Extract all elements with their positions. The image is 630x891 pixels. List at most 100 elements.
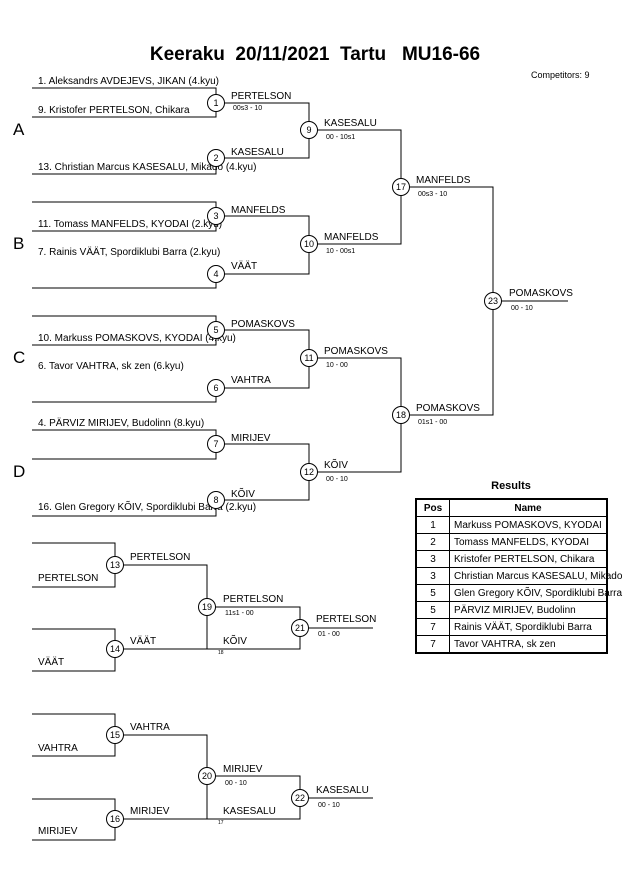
result-pos: 1 xyxy=(415,516,450,534)
rep-15-bottom: VAHTRA xyxy=(38,743,78,754)
match-19-winner: PERTELSON xyxy=(223,594,284,605)
entry-5: 7. Rainis VÄÄT, Spordiklubi Barra (2.kyu… xyxy=(38,247,221,258)
entry-9: 16. Glen Gregory KÕIV, Spordiklubi Barra… xyxy=(38,502,257,513)
group-label-b: B xyxy=(13,234,25,253)
rep-19-ref: 18 xyxy=(218,650,224,656)
rep-20-ref: 17 xyxy=(218,820,224,826)
match-22-winner: KASESALU xyxy=(316,785,369,796)
table-row: 7 Tavor VAHTRA, sk zen xyxy=(415,635,608,654)
match-circle-15: 15 xyxy=(106,726,124,744)
match-circle-17: 17 xyxy=(392,178,410,196)
result-name: Rainis VÄÄT, Spordiklubi Barra xyxy=(449,618,608,636)
match-circle-4: 4 xyxy=(207,265,225,283)
match-11-winner: POMASKOVS xyxy=(324,346,388,357)
entry-3: 13. Christian Marcus KASESALU, Mikado (4… xyxy=(38,162,257,173)
match-21-score: 01 - 00 xyxy=(318,631,340,638)
match-22-score: 00 - 10 xyxy=(318,802,340,809)
match-21-winner: PERTELSON xyxy=(316,614,377,625)
results-title: Results xyxy=(491,480,531,492)
result-pos: 3 xyxy=(415,567,450,585)
group-label-c: C xyxy=(13,348,26,367)
result-pos: 7 xyxy=(415,618,450,636)
match-16-winner: MIRIJEV xyxy=(130,806,170,817)
match-circle-13: 13 xyxy=(106,556,124,574)
result-name: Glen Gregory KÕIV, Spordiklubi Barra xyxy=(449,584,622,602)
entry-1: 1. Aleksandrs AVDEJEVS, JIKAN (4.kyu) xyxy=(38,76,219,87)
match-8-winner: KÕIV xyxy=(231,489,255,500)
entry-6: 10. Markuss POMASKOVS, KYODAI (4.kyu) xyxy=(38,333,236,344)
result-name: PÄRVIZ MIRIJEV, Budolinn xyxy=(449,601,608,619)
match-20-winner: MIRIJEV xyxy=(223,764,263,775)
entry-2: 9. Kristofer PERTELSON, Chikara xyxy=(38,105,190,116)
entry-7: 6. Tavor VAHTRA, sk zen (6.kyu) xyxy=(38,361,184,372)
match-circle-21: 21 xyxy=(291,619,309,637)
match-circle-16: 16 xyxy=(106,810,124,828)
group-label-d: D xyxy=(13,462,26,481)
match-12-winner: KÕIV xyxy=(324,460,348,471)
entry-4: 11. Tomass MANFELDS, KYODAI (2.kyu) xyxy=(38,219,223,230)
match-9-score: 00 - 10s1 xyxy=(326,134,356,141)
match-circle-23: 23 xyxy=(484,292,502,310)
match-18-score: 01s1 - 00 xyxy=(418,419,448,426)
match-9-winner: KASESALU xyxy=(324,118,377,129)
group-label-a: A xyxy=(13,120,25,139)
result-pos: 5 xyxy=(415,601,450,619)
match-circle-18: 18 xyxy=(392,406,410,424)
match-circle-22: 22 xyxy=(291,789,309,807)
results-header-row: Pos Name xyxy=(415,498,608,517)
result-pos: 7 xyxy=(415,635,450,654)
match-circle-11: 11 xyxy=(300,349,318,367)
match-5-winner: POMASKOVS xyxy=(231,319,295,330)
match-10-score: 10 - 00s1 xyxy=(326,248,356,255)
match-14-winner: VÄÄT xyxy=(130,636,157,647)
match-12-score: 00 - 10 xyxy=(326,476,348,483)
result-name: Tomass MANFELDS, KYODAI xyxy=(449,533,608,551)
match-20-score: 00 - 10 xyxy=(225,780,247,787)
result-name: Markuss POMASKOVS, KYODAI xyxy=(449,516,608,534)
match-2-winner: KASESALU xyxy=(231,147,284,158)
match-10-winner: MANFELDS xyxy=(324,232,379,243)
rep-13-bottom: PERTELSON xyxy=(38,573,99,584)
table-row: 5 PÄRVIZ MIRIJEV, Budolinn xyxy=(415,601,608,619)
match-circle-3: 3 xyxy=(207,207,225,225)
final-score: 00 - 10 xyxy=(511,305,533,312)
match-circle-9: 9 xyxy=(300,121,318,139)
match-circle-20: 20 xyxy=(198,767,216,785)
table-row: 2 Tomass MANFELDS, KYODAI xyxy=(415,533,608,551)
match-circle-1: 1 xyxy=(207,94,225,112)
results-header-pos: Pos xyxy=(415,498,450,517)
rep-16-bottom: MIRIJEV xyxy=(38,826,78,837)
table-row: 1 Markuss POMASKOVS, KYODAI xyxy=(415,516,608,534)
result-name: Tavor VAHTRA, sk zen xyxy=(449,635,608,654)
match-circle-12: 12 xyxy=(300,463,318,481)
match-11-score: 10 - 00 xyxy=(326,362,348,369)
rep-14-bottom: VÄÄT xyxy=(38,657,65,668)
match-17-score: 00s3 - 10 xyxy=(418,191,448,198)
table-row: 5 Glen Gregory KÕIV, Spordiklubi Barra xyxy=(415,584,622,602)
match-circle-5: 5 xyxy=(207,321,225,339)
table-row: 7 Rainis VÄÄT, Spordiklubi Barra xyxy=(415,618,608,636)
match-18-winner: POMASKOVS xyxy=(416,403,480,414)
competitors-count: Competitors: 9 xyxy=(531,70,590,80)
match-15-winner: VAHTRA xyxy=(130,722,170,733)
match-4-winner: VÄÄT xyxy=(231,261,258,272)
entry-8: 4. PÄRVIZ MIRIJEV, Budolinn (8.kyu) xyxy=(38,418,205,429)
match-19-score: 11s1 - 00 xyxy=(225,610,254,617)
table-row: 3 Christian Marcus KASESALU, Mikado xyxy=(415,567,622,585)
match-circle-7: 7 xyxy=(207,435,225,453)
match-17-winner: MANFELDS xyxy=(416,175,471,186)
rep-20-bottom: KASESALU xyxy=(223,806,276,817)
rep-19-bottom: KÕIV xyxy=(223,636,247,647)
result-name: Kristofer PERTELSON, Chikara xyxy=(449,550,608,568)
results-header-name: Name xyxy=(449,498,608,517)
match-1-winner: PERTELSON xyxy=(231,91,292,102)
match-6-winner: VAHTRA xyxy=(231,375,271,386)
result-pos: 5 xyxy=(415,584,450,602)
match-7-winner: MIRIJEV xyxy=(231,433,271,444)
final-winner: POMASKOVS xyxy=(509,288,573,299)
match-circle-19: 19 xyxy=(198,598,216,616)
result-name: Christian Marcus KASESALU, Mikado xyxy=(449,567,622,585)
match-circle-6: 6 xyxy=(207,379,225,397)
table-row: 3 Kristofer PERTELSON, Chikara xyxy=(415,550,608,568)
match-1-score: 00s3 - 10 xyxy=(233,105,263,112)
